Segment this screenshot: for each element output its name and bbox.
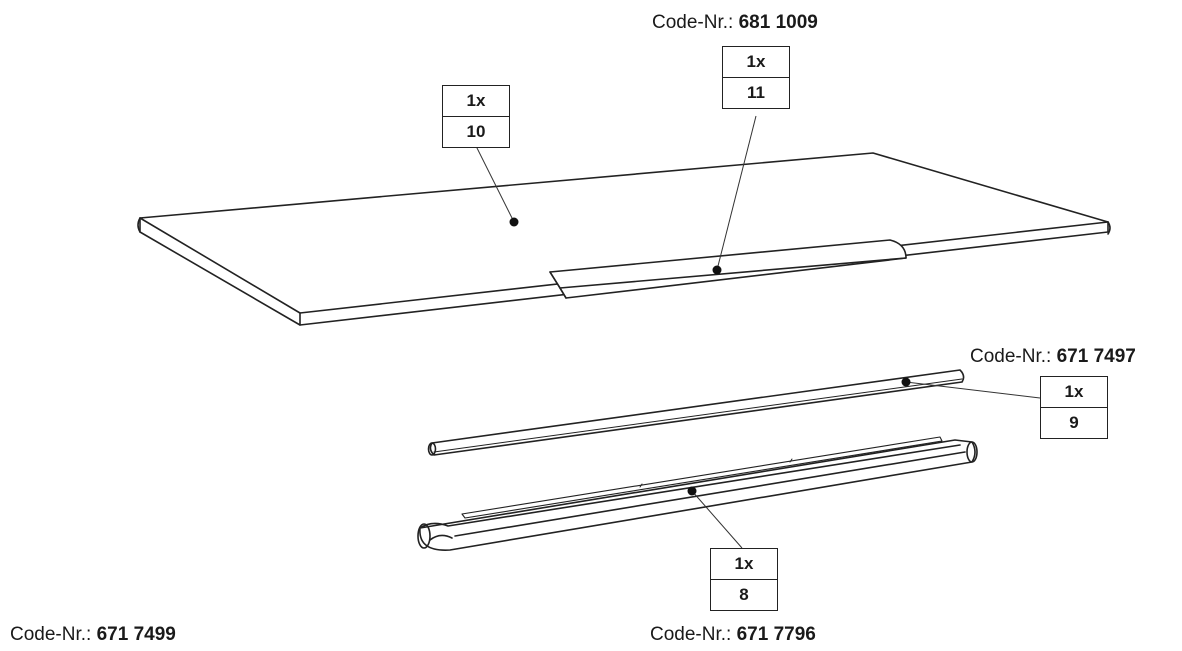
- connector-strip: [549, 239, 907, 299]
- code-prefix: Code-Nr.:: [970, 346, 1052, 367]
- rod: [427, 369, 965, 456]
- qty-9: 1x: [1041, 377, 1107, 408]
- part-number-9: 9: [1069, 413, 1079, 432]
- part-number-10: 10: [466, 122, 486, 141]
- leader-line-11: [716, 115, 757, 271]
- qty-box-10: 1x 10: [442, 85, 510, 148]
- part-number-8: 8: [739, 585, 749, 604]
- part-number-11: 11: [747, 83, 765, 102]
- marker-dot-9: [901, 377, 911, 387]
- code-value-11: 681 1009: [738, 12, 818, 33]
- code-value-8: 671 7796: [736, 624, 816, 645]
- qty-10: 1x: [443, 86, 509, 117]
- qty-box-8: 1x 8: [710, 548, 778, 611]
- marker-dot-10: [509, 217, 519, 227]
- code-prefix: Code-Nr.:: [10, 624, 92, 645]
- qty-box-9: 1x 9: [1040, 376, 1108, 439]
- code-label-extra: Code-Nr.: 671 7499: [10, 624, 176, 646]
- code-label-11: Code-Nr.: 681 1009: [652, 12, 818, 34]
- qty-11: 1x: [723, 47, 789, 78]
- leader-line-9: [905, 381, 1041, 399]
- table-top-board: [137, 152, 1111, 326]
- code-prefix: Code-Nr.:: [652, 12, 734, 33]
- qty-box-11: 1x 11: [722, 46, 790, 109]
- code-label-9: Code-Nr.: 671 7497: [970, 346, 1136, 368]
- marker-dot-8: [687, 486, 697, 496]
- marker-dot-11: [712, 265, 722, 275]
- leader-line-8: [691, 490, 743, 549]
- qty-8: 1x: [711, 549, 777, 580]
- leader-line-10: [475, 145, 515, 223]
- code-value-9: 671 7497: [1056, 346, 1136, 367]
- code-value-extra: 671 7499: [96, 624, 176, 645]
- code-prefix: Code-Nr.:: [650, 624, 732, 645]
- code-label-8: Code-Nr.: 671 7796: [650, 624, 816, 646]
- channel-rail: [417, 436, 978, 551]
